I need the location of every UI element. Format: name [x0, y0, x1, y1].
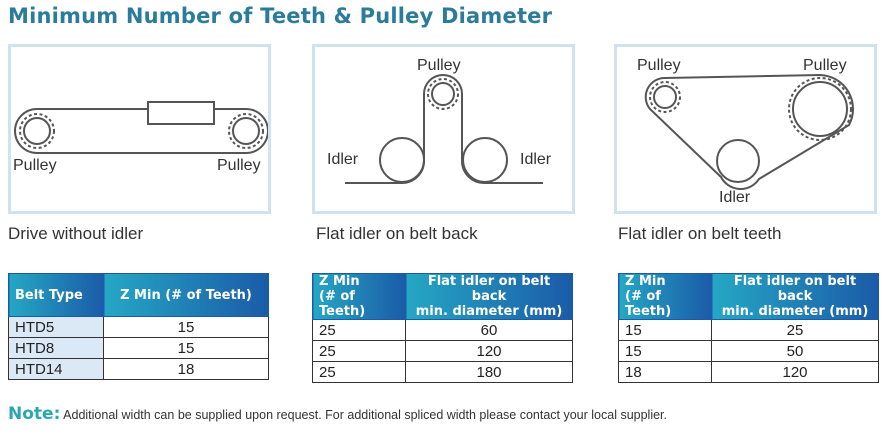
table-cell: 15 — [103, 316, 269, 338]
pulley-label-top: Pulley — [417, 57, 461, 74]
table-cell: 60 — [405, 319, 573, 341]
table-cell: 18 — [618, 361, 712, 383]
table-flat-idler-belt-back: Z Min (# of Teeth) Flat idler on belt ba… — [312, 273, 573, 383]
table-cell: HTD8 — [8, 337, 104, 359]
table-cell: 15 — [618, 319, 712, 341]
caption-flat-idler-belt-teeth: Flat idler on belt teeth — [618, 224, 782, 243]
pulley-label-left: Pulley — [13, 157, 57, 174]
note-text: Additional width can be supplied upon re… — [60, 408, 668, 422]
table-cell: 25 — [711, 319, 879, 341]
table-header: Z Min (# of Teeth) — [618, 273, 712, 320]
table-header: Belt Type — [8, 273, 104, 317]
table-cell: HTD5 — [8, 316, 104, 338]
table-cell: 25 — [312, 361, 406, 383]
idler-label-left: Idler — [327, 151, 359, 168]
table-cell: 120 — [405, 340, 573, 362]
table-row: 15 25 — [618, 319, 879, 341]
pulley-label-left: Pulley — [637, 57, 681, 74]
table-cell: 15 — [618, 340, 712, 362]
diagram-flat-idler-belt-teeth: Pulley Pulley Idler — [614, 44, 877, 214]
footnote: Note: Additional width can be supplied u… — [8, 404, 667, 424]
table-row: 18 120 — [618, 361, 879, 383]
idler-label-bottom: Idler — [719, 189, 751, 206]
table-cell: 120 — [711, 361, 879, 383]
table-cell: 25 — [312, 319, 406, 341]
table-row: 15 50 — [618, 340, 879, 362]
table-flat-idler-belt-teeth: Z Min (# of Teeth) Flat idler on belt ba… — [618, 273, 879, 383]
table-row: 25 120 — [312, 340, 573, 362]
table-header: Flat idler on belt back min. diameter (m… — [711, 273, 879, 320]
caption-flat-idler-belt-back: Flat idler on belt back — [316, 224, 478, 243]
idler-label-right: Idler — [520, 151, 552, 168]
table-belt-type-zmin: Belt Type Z Min (# of Teeth) HTD5 15 HTD… — [8, 273, 269, 380]
flat-idler-belt-back-illustration — [345, 74, 543, 185]
table-header: Z Min (# of Teeth) — [312, 273, 406, 320]
drive-without-idler-illustration — [14, 101, 268, 154]
flat-idler-belt-teeth-illustration — [644, 73, 854, 190]
table-row: 25 60 — [312, 319, 573, 341]
diagram-drive-without-idler: Pulley Pulley — [8, 44, 271, 214]
pulley-label-right: Pulley — [217, 157, 261, 174]
table-header-row: Z Min (# of Teeth) Flat idler on belt ba… — [618, 273, 879, 320]
table-cell: 15 — [103, 337, 269, 359]
table-cell: 18 — [103, 358, 269, 380]
table-header: Flat idler on belt back min. diameter (m… — [405, 273, 573, 320]
pulley-label-right: Pulley — [803, 57, 847, 74]
caption-drive-without-idler: Drive without idler — [8, 224, 144, 243]
table-header: Z Min (# of Teeth) — [103, 273, 269, 317]
table-row: HTD8 15 — [8, 337, 269, 359]
diagram-flat-idler-belt-back: Pulley Idler Idler — [312, 44, 575, 214]
table-cell: 50 — [711, 340, 879, 362]
table-row: HTD14 18 — [8, 358, 269, 380]
table-header-row: Z Min (# of Teeth) Flat idler on belt ba… — [312, 273, 573, 320]
table-row: 25 180 — [312, 361, 573, 383]
table-cell: 180 — [405, 361, 573, 383]
table-cell: HTD14 — [8, 358, 104, 380]
table-row: HTD5 15 — [8, 316, 269, 338]
page-title: Minimum Number of Teeth & Pulley Diamete… — [8, 4, 553, 28]
note-label: Note: — [8, 404, 61, 424]
table-cell: 25 — [312, 340, 406, 362]
table-header-row: Belt Type Z Min (# of Teeth) — [8, 273, 269, 317]
